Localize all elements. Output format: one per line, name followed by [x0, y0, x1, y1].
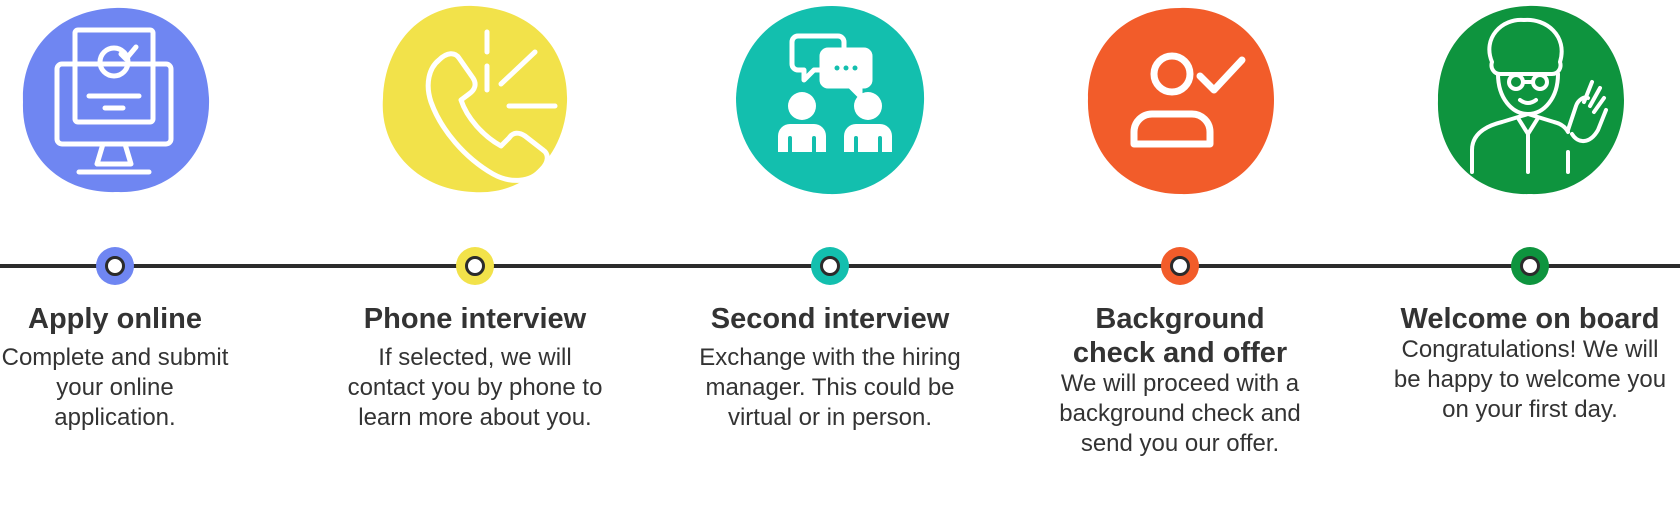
step-description: We will proceed with a background check …	[1059, 370, 1301, 457]
step-icon-badge	[1432, 2, 1628, 198]
step-title: Phone interview	[363, 303, 587, 335]
timeline-marker	[1511, 247, 1549, 285]
step-background-check: Background check and offer We will proce…	[1030, 0, 1330, 507]
step-description: Exchange with the hiring manager. This c…	[699, 344, 961, 431]
step-title: Welcome on board	[1400, 303, 1660, 335]
phone-ringing-icon	[382, 5, 568, 193]
step-icon-badge	[17, 2, 213, 198]
computer-monitor-icon	[22, 7, 210, 193]
timeline-marker	[811, 247, 849, 285]
step-welcome-on-board: Welcome on board Congratulations! We wil…	[1380, 0, 1680, 507]
timeline-marker	[456, 247, 494, 285]
step-title: Background check and offer	[1072, 303, 1288, 369]
step-icon-badge	[377, 2, 573, 198]
step-icon-badge	[732, 2, 928, 198]
step-phone-interview: Phone interview If selected, we will con…	[325, 0, 625, 507]
step-description: Complete and submit your online applicat…	[1, 344, 229, 431]
timeline-marker	[1161, 247, 1199, 285]
step-description: If selected, we will contact you by phon…	[347, 344, 603, 431]
user-check-icon	[1087, 7, 1274, 195]
step-title: Apply online	[28, 303, 202, 335]
step-title: Second interview	[710, 303, 950, 335]
step-description: Congratulations! We will be happy to wel…	[1393, 336, 1667, 423]
step-apply-online: Apply online Complete and submit your on…	[0, 0, 265, 507]
people-chat-icon	[736, 6, 925, 195]
timeline-marker	[96, 247, 134, 285]
waving-person-icon	[1437, 5, 1624, 195]
step-icon-badge	[1082, 2, 1278, 198]
step-second-interview: Second interview Exchange with the hirin…	[680, 0, 980, 507]
